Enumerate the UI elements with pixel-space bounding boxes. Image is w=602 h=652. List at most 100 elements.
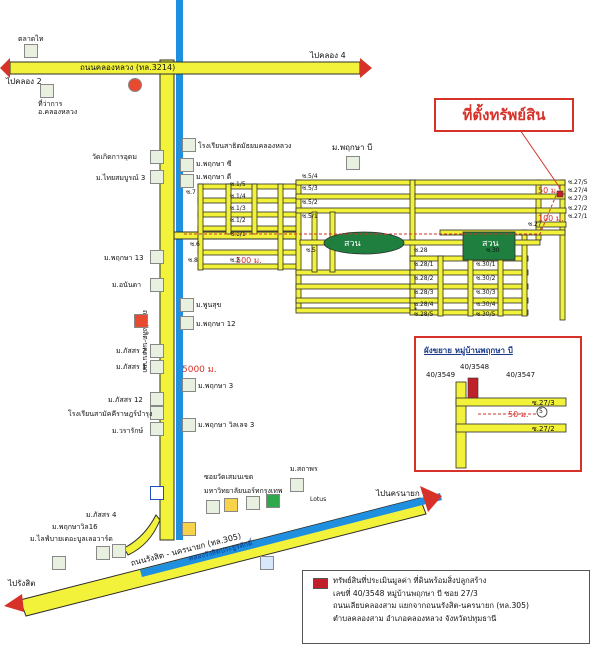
soi-main-2: ซ.27	[528, 221, 542, 228]
soi-left-1: ซ.1/4	[230, 193, 246, 200]
school2-label: โรงเรียนสามัคคีราษฎร์บำรุง	[68, 410, 153, 418]
legend-box: ทรัพย์สินที่ประเมินมูลค่า ที่ดินพร้อมสิ่…	[302, 570, 590, 644]
school1-label: โรงเรียนสาธิตมัธยมคลองหลวง	[198, 142, 292, 150]
direction-klong2: ไปคลอง 2	[6, 77, 42, 86]
village-main-label: ม.พฤกษา บี	[332, 143, 373, 152]
route-dashed	[184, 185, 561, 235]
soi-r2-0: ซ.30/1	[476, 261, 496, 268]
lotus-label: Lotus	[310, 496, 327, 503]
inset-lot-left: 40/3549	[426, 371, 456, 379]
soi-misc-0: ซ.7	[186, 189, 196, 196]
soi-r1-1: ซ.28/2	[414, 275, 434, 282]
soi-left-2: ซ.1/3	[230, 205, 246, 212]
shop-icon	[134, 314, 148, 328]
soi-r1-3: ซ.28/4	[414, 301, 434, 308]
soi-far-2: ซ.27/3	[568, 195, 588, 202]
direction-nakhon-nayok: ไปนครนายก	[376, 489, 420, 498]
village-d-icon	[180, 174, 194, 188]
inset-map: ผังขยาย หมู่บ้านพฤกษา บี 40/3548 40/3549…	[414, 336, 582, 472]
village-p13-icon	[150, 250, 164, 264]
pruksa16-label: ม.พฤกษาวิล16	[52, 523, 98, 531]
village-passorn12-icon	[150, 392, 164, 406]
wararak-label: ม.วรารักษ์	[112, 427, 144, 435]
passorn4-label: ม.ภัสสร 4	[86, 511, 117, 519]
store-icon	[246, 496, 260, 510]
soi-r1-2: ซ.28/3	[414, 289, 434, 296]
soi-far-1: ซ.27/4	[568, 187, 588, 194]
legend-line3: ถนนเลียบคลองสาม แยกจากถนนรังสิต-นครนายก …	[333, 601, 529, 610]
wat-label: วัดเกิดการอุดม	[92, 153, 137, 161]
inset-lot-target: 40/3548	[460, 363, 490, 371]
soi-misc-1: ซ.8	[188, 257, 198, 264]
inset-marker: 5	[539, 408, 543, 415]
top-road-label: ถนนคลองหลวง (ทล.3214)	[80, 63, 176, 72]
soi-r2-3: ซ.30/4	[476, 301, 496, 308]
soi-wat-label: ซอยวัดเสมนเขต	[204, 473, 254, 481]
main-road-vertical	[159, 59, 175, 541]
top-road	[9, 61, 361, 75]
esso-icon	[150, 486, 164, 500]
poonsuk-label: ม.พูนสุข	[196, 301, 222, 309]
university-label: มหาวิทยาลัยนอร์ทกรุงเทพ	[204, 487, 283, 495]
distance-5000: 5000 ม.	[182, 365, 217, 375]
passorn1-label: ม.ภัสสร 1	[116, 363, 147, 371]
soi-far-3: ซ.27/2	[568, 205, 588, 212]
soi-r2-2: ซ.30/3	[476, 289, 496, 296]
inset-distance: 50 ม.	[508, 410, 529, 419]
government-office-icon	[40, 84, 54, 98]
village-passorn1-icon	[150, 360, 164, 374]
lighthouse-label: ม.ไลฟ์บายเดอะบูลเลอวาร์ด	[30, 535, 113, 543]
inset-soi-top: ซ.27/3	[532, 399, 555, 407]
inset-drawing	[455, 377, 567, 469]
soi-misc-3: ซ.5	[306, 247, 316, 254]
village-l2-icon	[112, 544, 126, 558]
school-icon	[182, 138, 196, 152]
property-marker	[556, 190, 564, 198]
legend-line4: ตำบลคลองสาม อำเภอคลองหลวง จังหวัดปทุมธาน…	[333, 613, 497, 623]
soi-far-4: ซ.27/1	[568, 213, 588, 220]
soi-left-4: ซ.1/1	[230, 231, 246, 238]
village-villa-icon	[182, 418, 196, 432]
soi-left-5: ซ.2	[230, 257, 240, 264]
mall-icon	[266, 494, 280, 508]
soi-mid-3: ซ.5/1	[302, 213, 318, 220]
soi-left-0: ซ.1/5	[230, 181, 246, 188]
arrow-left-top	[0, 58, 10, 78]
passorn12-label: ม.ภัสสร 12	[108, 396, 143, 404]
soi-r1-0: ซ.28/1	[414, 261, 434, 268]
pruksa13-label: ม.พฤกษา 13	[104, 254, 144, 262]
pruksa-villa-label: ม.พฤกษา วิลเลจ 3	[198, 421, 255, 429]
village-l3-icon	[52, 556, 66, 570]
market-icon	[24, 44, 38, 58]
thaisomboon-label: ม.ไทยสมบูรณ์ 3	[96, 174, 146, 182]
village-unlada-icon	[150, 278, 164, 292]
mcdonalds-icon	[182, 522, 196, 536]
village-l1-icon	[96, 546, 110, 560]
village-poonsuk-icon	[180, 298, 194, 312]
inset-title: ผังขยาย หมู่บ้านพฤกษา บี	[424, 346, 513, 355]
arrow-right-top	[360, 58, 372, 78]
shell-icon	[224, 498, 238, 512]
pruksa-d-label: ม.พฤกษา ดี	[196, 173, 232, 181]
soi-r2-4: ซ.30/5	[476, 311, 496, 318]
village-c-icon	[180, 158, 194, 172]
soi-mid-0: ซ.5/4	[302, 173, 318, 180]
temple-icon	[150, 150, 164, 164]
arrow-left-bottom	[4, 594, 24, 612]
pruksa3-label: ม.พฤกษา 3	[198, 382, 234, 390]
pruksa12-label: ม.พฤกษา 12	[196, 320, 236, 328]
village-p12-icon	[180, 316, 194, 330]
direction-klong4: ไปคลอง 4	[310, 51, 346, 60]
legend-line1: ทรัพย์สินที่ประเมินมูลค่า ที่ดินพร้อมสิ่…	[333, 576, 487, 585]
direction-rangsit: ไปรังสิต	[8, 579, 36, 588]
soi-misc-2: ซ.6	[190, 241, 200, 248]
soi-left-3: ซ.1/2	[230, 217, 246, 224]
legend-line2: เลขที่ 40/3548 หมู่บ้านพฤกษา บี ซอย 27/3	[333, 588, 478, 598]
sastap-label: ม.สถาพร	[290, 465, 318, 473]
distance-50: 50 ม.	[538, 186, 559, 195]
inset-lot-right: 40/3547	[506, 371, 536, 379]
park-right	[462, 231, 516, 261]
fuel-station-icon	[128, 78, 142, 92]
link-road	[123, 514, 161, 556]
